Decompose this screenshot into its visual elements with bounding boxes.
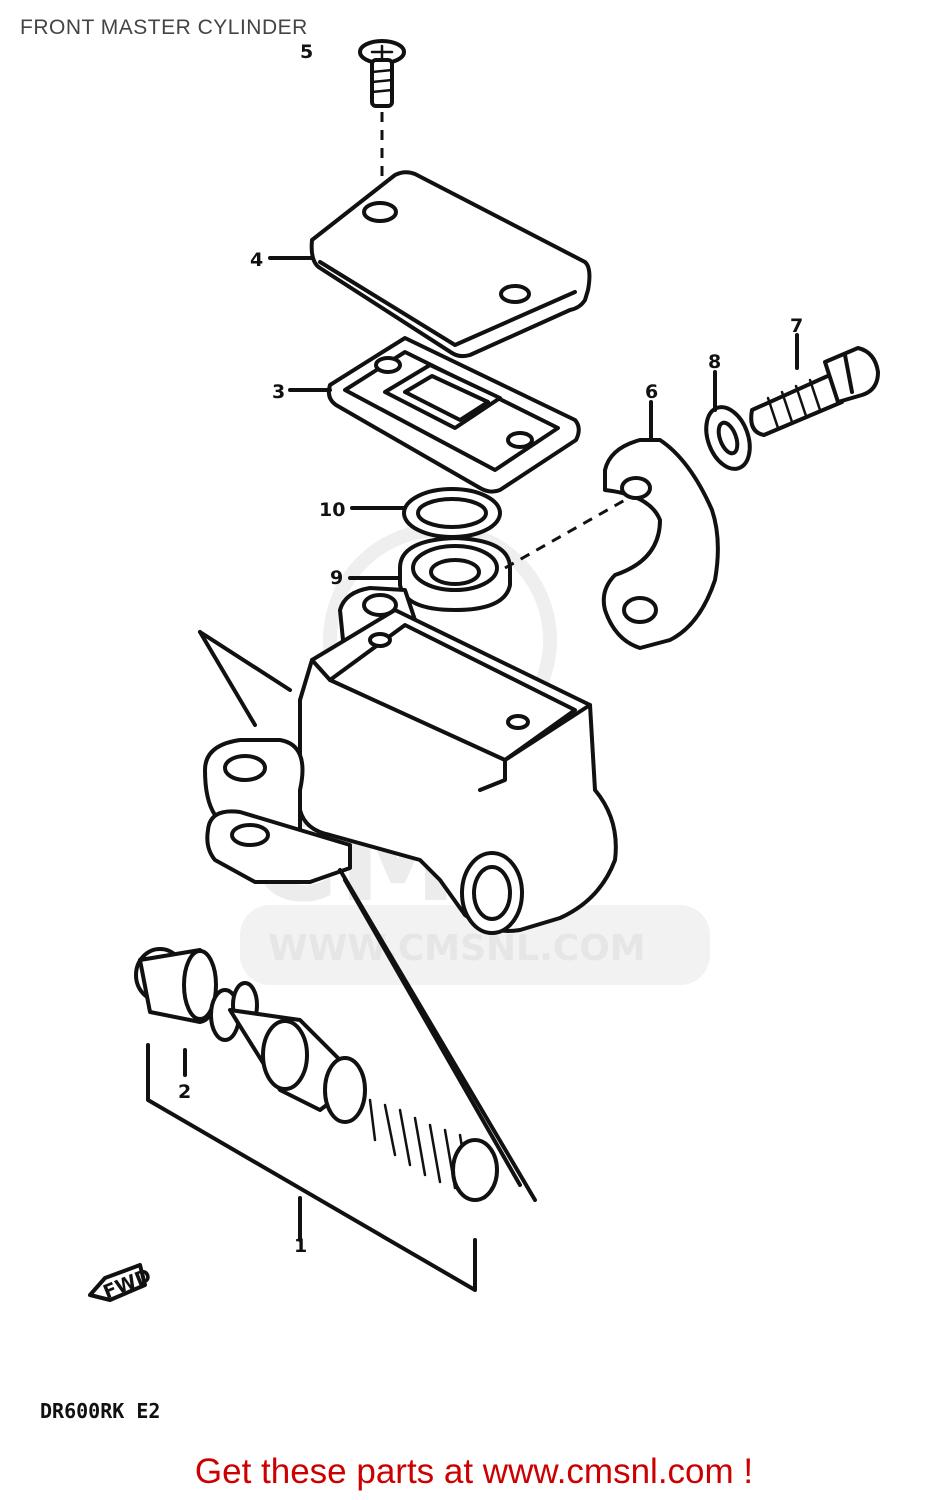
callout-6: 6 [645, 381, 658, 403]
callout-9: 9 [330, 567, 343, 589]
part-3-diaphragm-plate [288, 336, 581, 494]
callout-7: 7 [790, 315, 803, 337]
part-10-o-ring [350, 487, 502, 539]
callout-4: 4 [250, 249, 263, 271]
part-9-boot [348, 536, 512, 612]
fwd-arrow-icon: FWD [88, 1263, 154, 1304]
part-6-clamp [504, 400, 720, 650]
callout-1: 1 [294, 1235, 307, 1257]
model-code: DR600RK E2 [40, 1399, 160, 1423]
part-4-reservoir-cap [268, 170, 592, 359]
page-title: FRONT MASTER CYLINDER [20, 16, 308, 39]
part-7-bolt [749, 333, 880, 437]
callout-5: 5 [300, 41, 313, 63]
master-cylinder-body [198, 586, 618, 935]
part-8-washer [704, 370, 752, 471]
part-1-2-piston-kit [134, 868, 537, 1292]
callout-3: 3 [272, 381, 285, 403]
callout-8: 8 [708, 351, 721, 373]
get-parts-link[interactable]: Get these parts at www.cmsnl.com ! [194, 1452, 754, 1491]
callout-2: 2 [178, 1081, 191, 1103]
watermark-url: WWW.CMSNL.COM [268, 928, 646, 969]
callout-10: 10 [319, 499, 345, 521]
